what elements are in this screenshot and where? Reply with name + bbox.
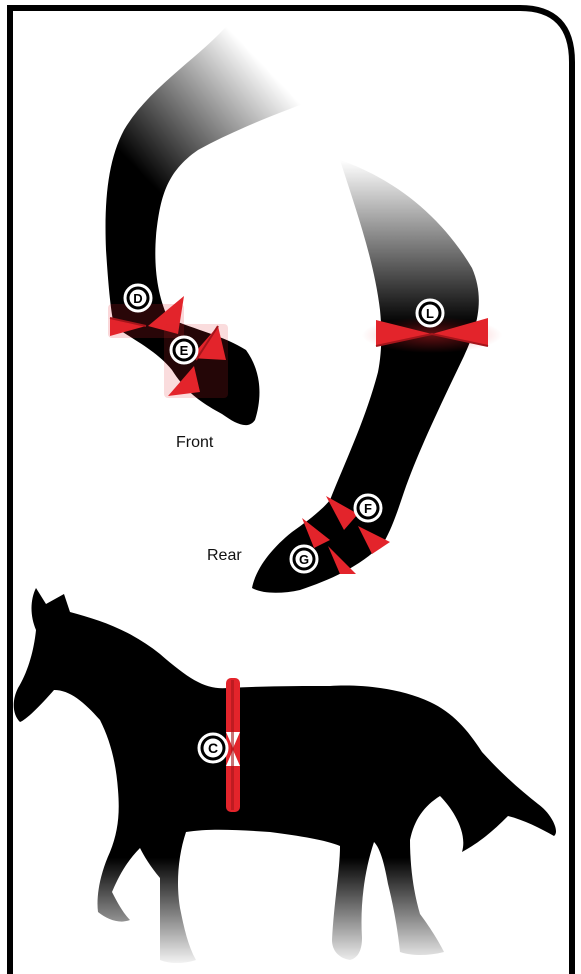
marker-g: G [291, 546, 317, 572]
marker-e: E [171, 337, 197, 363]
marker-f-letter: F [364, 501, 372, 516]
marker-g-letter: G [299, 552, 309, 567]
label-front: Front [176, 434, 214, 451]
marker-l: L [417, 300, 443, 326]
marker-c-letter: C [208, 740, 218, 756]
tape-e-indicator [164, 324, 228, 398]
marker-f: F [355, 495, 381, 521]
marker-d-letter: D [133, 291, 142, 306]
marker-l-letter: L [426, 306, 434, 321]
marker-c: C [199, 734, 227, 762]
label-rear: Rear [207, 547, 242, 564]
marker-d: D [125, 285, 151, 311]
marker-e-letter: E [180, 343, 189, 358]
